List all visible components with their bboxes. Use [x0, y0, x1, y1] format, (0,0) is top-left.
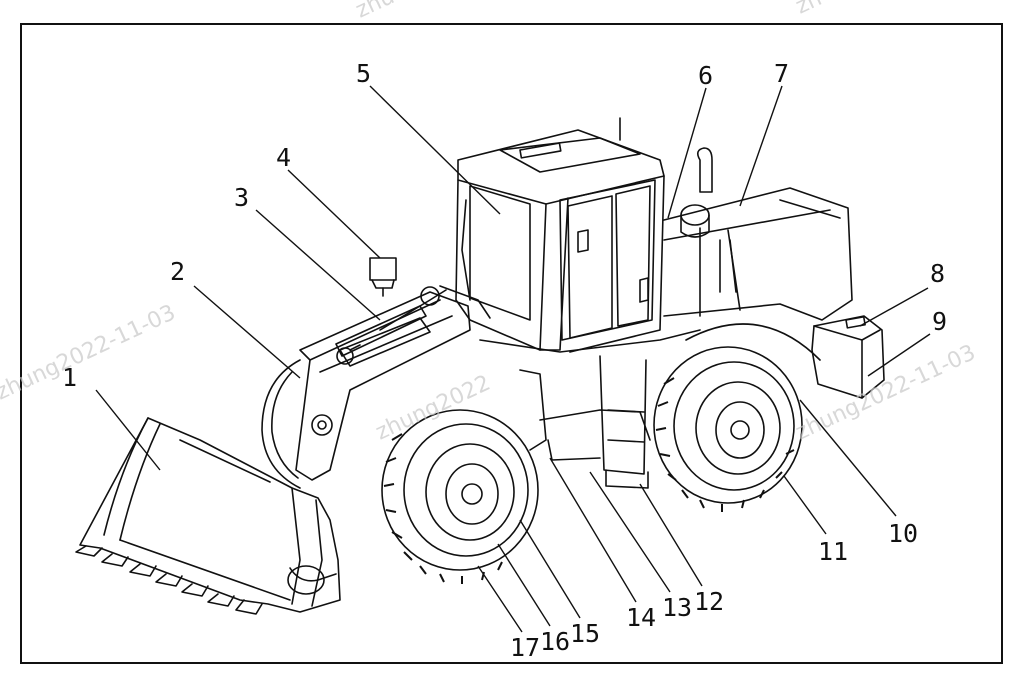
frame-and-steps — [479, 329, 701, 489]
watermark-top-b: zh — [792, 0, 826, 19]
watermarks: zhung2022-11-03 zhung2022-11-03 zhung202… — [0, 0, 979, 445]
tire-treads — [383, 377, 795, 584]
callout-1: 1 — [62, 363, 77, 392]
callout-4: 4 — [276, 143, 291, 172]
boom-arm — [295, 285, 491, 481]
callout-15: 15 — [570, 619, 600, 648]
watermark-left: zhung2022-11-03 — [0, 300, 179, 405]
engine-hood — [663, 147, 853, 321]
watermark-right: zhung2022-11-03 — [792, 340, 979, 445]
callout-10: 10 — [888, 519, 918, 548]
tilt-cylinder — [335, 305, 427, 357]
callout-11: 11 — [818, 537, 848, 566]
callout-8: 8 — [930, 259, 945, 288]
diagram-frame — [20, 23, 1003, 664]
counterweight — [811, 315, 885, 399]
leader-lines — [95, 85, 931, 633]
callout-14: 14 — [626, 603, 656, 632]
callout-3: 3 — [234, 183, 249, 212]
callout-7: 7 — [774, 59, 789, 88]
front-tire — [381, 409, 539, 571]
callout-6: 6 — [698, 61, 713, 90]
callout-labels: 1 2 3 4 5 6 7 8 9 10 11 12 13 14 15 16 1… — [62, 59, 947, 662]
callout-12: 12 — [694, 587, 724, 616]
cab — [455, 117, 665, 353]
callout-13: 13 — [662, 593, 692, 622]
rear-tire — [653, 323, 821, 504]
left-tire-rear-visible — [261, 359, 301, 489]
callout-5: 5 — [356, 59, 371, 88]
callout-16: 16 — [540, 627, 570, 656]
watermark-top-a: zhu — [352, 0, 398, 23]
callout-2: 2 — [170, 257, 185, 286]
callout-17: 17 — [510, 633, 540, 662]
work-light — [369, 257, 397, 297]
callout-9: 9 — [932, 307, 947, 336]
bucket — [75, 417, 341, 615]
